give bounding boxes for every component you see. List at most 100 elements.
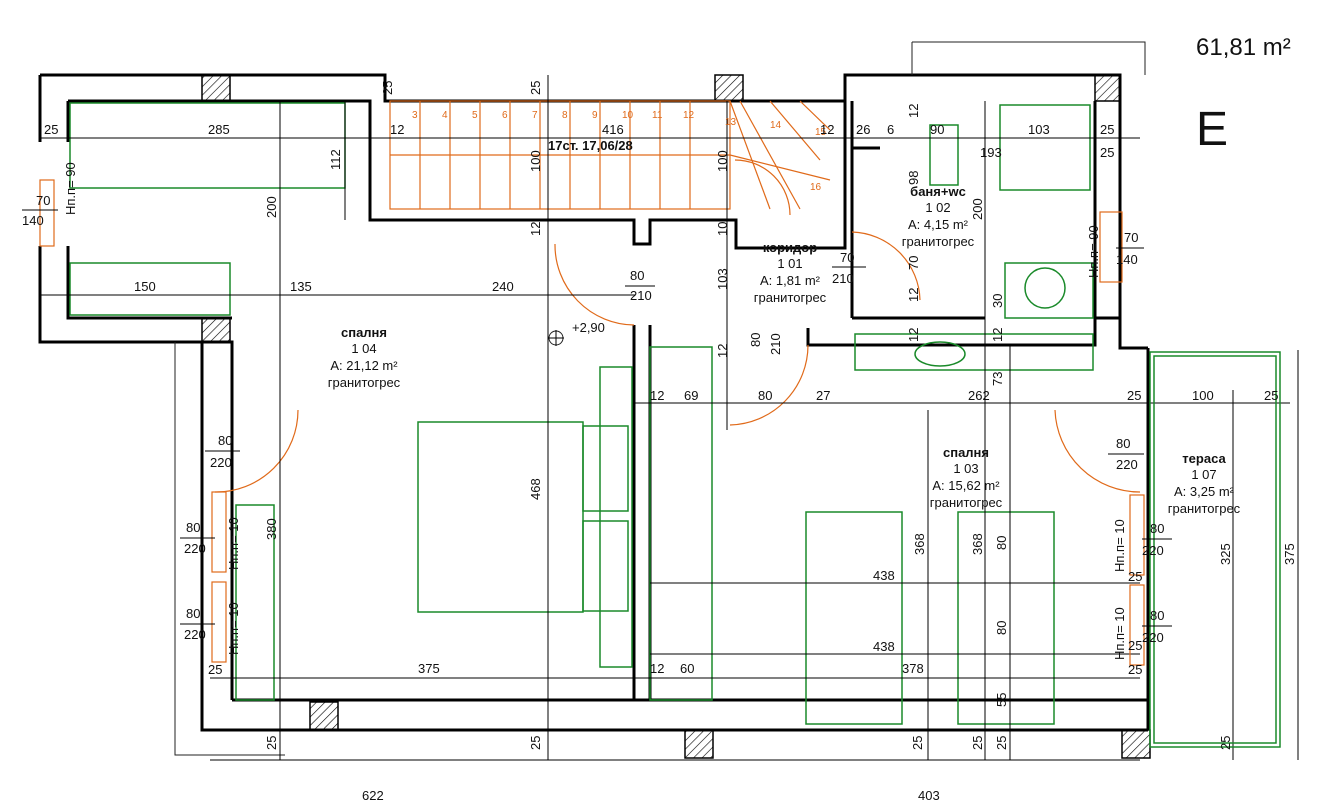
svg-text:спалня: спалня [341, 325, 387, 340]
svg-text:A: 15,62 m²: A: 15,62 m² [932, 478, 1000, 493]
stairs-label: 17ст. 17,06/28 [548, 138, 633, 153]
svg-text:25: 25 [380, 81, 395, 95]
svg-text:25: 25 [1128, 638, 1142, 653]
svg-text:A: 3,25 m²: A: 3,25 m² [1174, 484, 1235, 499]
svg-text:6: 6 [887, 122, 894, 137]
svg-text:12: 12 [528, 222, 543, 236]
svg-text:6: 6 [502, 110, 508, 121]
svg-text:14: 14 [770, 120, 782, 131]
svg-text:220: 220 [1142, 630, 1164, 645]
svg-text:25: 25 [1127, 388, 1141, 403]
svg-text:403: 403 [918, 788, 940, 802]
svg-text:100: 100 [528, 150, 543, 172]
svg-text:98: 98 [906, 171, 921, 185]
svg-text:гранитогрес: гранитогрес [1168, 501, 1241, 516]
svg-text:12: 12 [390, 122, 404, 137]
dimension-lines [40, 75, 1299, 761]
svg-text:25: 25 [994, 736, 1009, 750]
dims-lower: 12 69 80 27 262 25 100 25 468 380 375 12… [208, 388, 1297, 707]
svg-text:25: 25 [1100, 122, 1114, 137]
svg-text:коридор: коридор [763, 240, 817, 255]
svg-text:80: 80 [630, 268, 644, 283]
svg-text:468: 468 [528, 478, 543, 500]
svg-text:26: 26 [856, 122, 870, 137]
svg-text:гранитогрес: гранитогрес [754, 290, 827, 305]
svg-text:Нп.п= 10: Нп.п= 10 [226, 602, 241, 655]
svg-text:1 04: 1 04 [351, 341, 376, 356]
svg-text:4: 4 [442, 110, 448, 121]
double-bed [417, 421, 584, 613]
svg-text:220: 220 [1142, 543, 1164, 558]
svg-text:80: 80 [994, 536, 1009, 550]
svg-text:гранитогрес: гранитогрес [930, 495, 1003, 510]
svg-text:25: 25 [264, 736, 279, 750]
svg-text:спалня: спалня [943, 445, 989, 460]
svg-text:70: 70 [36, 193, 50, 208]
svg-text:12: 12 [990, 328, 1005, 342]
svg-text:140: 140 [22, 213, 44, 228]
svg-text:210: 210 [768, 333, 783, 355]
dims-top: 25 285 25 416 12 26 6 90 103 25 25 193 1… [44, 81, 1114, 160]
svg-text:гранитогрес: гранитогрес [328, 375, 401, 390]
opening-labels: 70 140 Нп.п= 90 70 140 Нп.п= 90 80 210 7… [22, 162, 1172, 660]
svg-text:380: 380 [264, 518, 279, 540]
svg-text:80: 80 [1150, 521, 1164, 536]
room-terrace: тераса 1 07 A: 3,25 m² гранитогрес [1168, 451, 1241, 516]
level-marker: +2,90 [548, 320, 605, 346]
wardrobe-right [649, 346, 713, 701]
svg-text:27: 27 [816, 388, 830, 403]
svg-text:3: 3 [412, 110, 418, 121]
svg-text:1 01: 1 01 [777, 256, 802, 271]
svg-text:Нп.п= 90: Нп.п= 90 [63, 162, 78, 215]
svg-text:12: 12 [683, 110, 695, 121]
svg-text:A: 4,15 m²: A: 4,15 m² [908, 217, 969, 232]
svg-text:80: 80 [186, 606, 200, 621]
svg-text:25: 25 [1128, 662, 1142, 677]
svg-text:325: 325 [1218, 543, 1233, 565]
svg-text:25: 25 [1128, 569, 1142, 584]
svg-text:112: 112 [328, 149, 343, 170]
svg-text:220: 220 [184, 541, 206, 556]
svg-text:80: 80 [186, 520, 200, 535]
desk [854, 333, 1094, 371]
svg-text:220: 220 [210, 455, 232, 470]
room-bedroom-103: спалня 1 03 A: 15,62 m² гранитогрес [930, 445, 1003, 510]
svg-text:25: 25 [1218, 736, 1233, 750]
room-corridor: коридор 1 01 A: 1,81 m² гранитогрес [754, 240, 827, 305]
svg-text:80: 80 [218, 433, 232, 448]
svg-text:73: 73 [990, 372, 1005, 386]
svg-text:Нп.п= 10: Нп.п= 10 [1112, 607, 1127, 660]
apartment-letter: E [1196, 103, 1228, 156]
svg-text:200: 200 [970, 198, 985, 220]
svg-text:375: 375 [1282, 543, 1297, 565]
room-bathroom: баня+wc 1 02 A: 4,15 m² гранитогрес [902, 184, 975, 249]
dims-middle: 100 100 12 10 103 98 200 70 12 30 12 73 … [528, 104, 1005, 386]
dims-bottom: 25 25 622 403 25 25 25 25 [264, 736, 1233, 802]
columns [201, 74, 1151, 759]
svg-text:55: 55 [994, 693, 1009, 707]
doors [214, 231, 1141, 493]
svg-text:12: 12 [650, 388, 664, 403]
svg-text:210: 210 [630, 288, 652, 303]
svg-text:13: 13 [725, 117, 737, 128]
terrace-outline [1149, 351, 1281, 748]
svg-text:80: 80 [748, 333, 763, 347]
svg-text:Нп.п= 10: Нп.п= 10 [226, 517, 241, 570]
svg-text:1 02: 1 02 [925, 200, 950, 215]
svg-text:16: 16 [810, 182, 822, 193]
svg-text:368: 368 [912, 533, 927, 555]
wardrobe-top [69, 102, 346, 189]
svg-text:220: 220 [184, 627, 206, 642]
dims-left: 112 200 150 135 240 [134, 149, 514, 294]
svg-text:100: 100 [715, 150, 730, 172]
svg-text:70: 70 [1124, 230, 1138, 245]
svg-text:80: 80 [1150, 608, 1164, 623]
svg-text:8: 8 [562, 110, 568, 121]
svg-text:285: 285 [208, 122, 230, 137]
svg-text:103: 103 [715, 268, 730, 290]
svg-text:60: 60 [680, 661, 694, 676]
svg-text:A: 21,12 m²: A: 21,12 m² [330, 358, 398, 373]
single-bed-2 [957, 511, 1055, 725]
svg-text:622: 622 [362, 788, 384, 802]
svg-text:150: 150 [134, 279, 156, 294]
